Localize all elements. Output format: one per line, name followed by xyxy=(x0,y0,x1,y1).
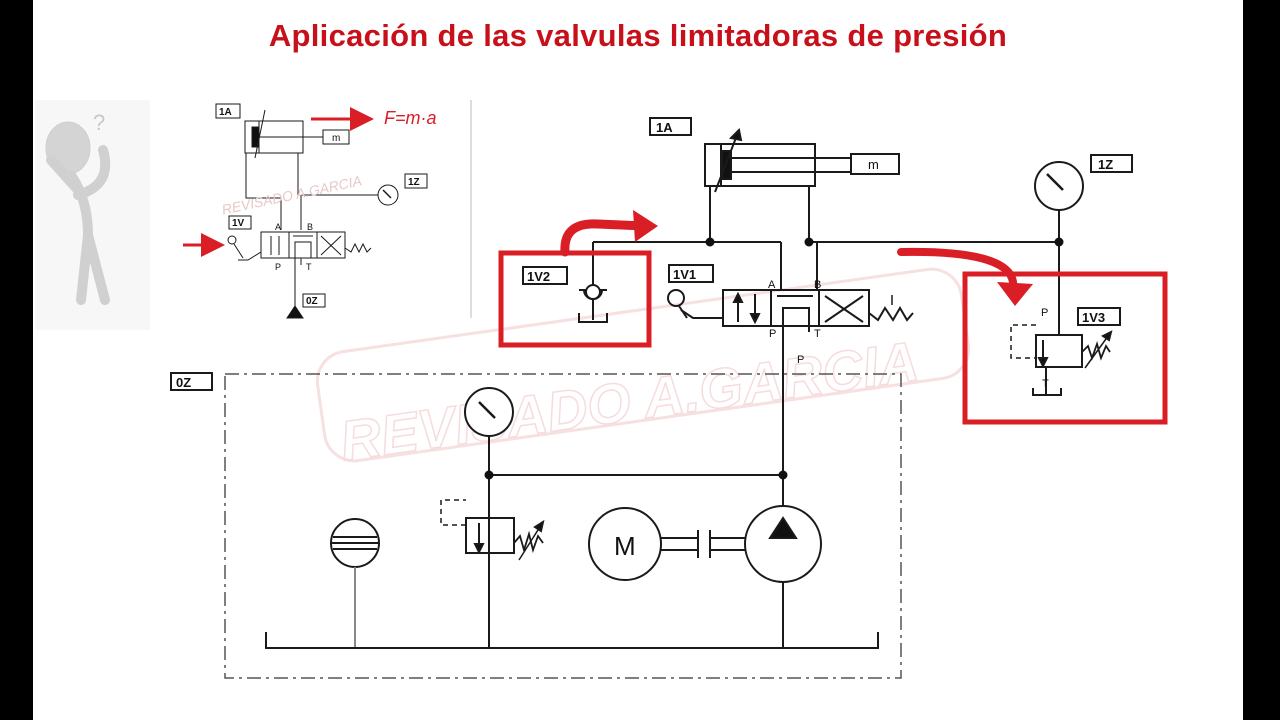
small-force-formula: F=m·a xyxy=(384,108,437,128)
small-pump-triangle-icon xyxy=(286,305,304,319)
relief-valve-1v3-tag: 1V3 xyxy=(1082,310,1105,325)
small-port-a: A xyxy=(275,222,281,232)
small-gauge-tag: 1Z xyxy=(408,177,420,188)
small-port-b: B xyxy=(307,222,313,232)
tank-line xyxy=(265,632,879,649)
relief-port-t: T xyxy=(1042,378,1049,390)
small-supply-tag-box xyxy=(302,293,326,308)
power-unit-0z-frame xyxy=(224,373,902,679)
relief-valve-1v3-tag-box xyxy=(1077,307,1121,326)
small-port-p: P xyxy=(275,262,281,272)
small-cylinder-tag: 1A xyxy=(219,107,232,118)
valve-1v1-right xyxy=(818,289,870,327)
mass-box xyxy=(850,153,900,175)
junction-dots xyxy=(484,237,1064,480)
thinking-figure-icon: ? xyxy=(35,100,150,330)
small-cylinder-tag-box xyxy=(215,103,241,119)
watermark-text: REVISADO A.GARCIA xyxy=(336,329,922,473)
red-arrow-to-1v3 xyxy=(897,247,1017,294)
slide: Aplicación de las valvulas limitadoras d… xyxy=(33,0,1243,720)
check-valve-1v2-tag: 1V2 xyxy=(527,269,550,284)
highlight-box-1v3 xyxy=(962,271,1168,425)
small-mass-box xyxy=(322,129,350,145)
small-port-t: T xyxy=(306,262,312,272)
cylinder-1a-body xyxy=(704,143,816,187)
port-t: T xyxy=(814,328,821,340)
red-arrow-to-line xyxy=(560,219,650,257)
cylinder-1a-tag-box xyxy=(649,117,692,136)
motor-label: M xyxy=(614,531,636,561)
valve-1v1-tag-box xyxy=(668,264,714,283)
highlight-box-1v2 xyxy=(498,250,652,348)
mass-label: m xyxy=(868,157,879,172)
svg-text:?: ? xyxy=(93,110,105,135)
small-valve-tag: 1V xyxy=(232,218,245,229)
valve-1v1-tag: 1V1 xyxy=(673,267,696,282)
small-reference-diagram: REVISADO A.GARCIA xyxy=(183,100,472,319)
slide-title: Aplicación de las valvulas limitadoras d… xyxy=(268,18,1008,53)
small-diagram-labels: 1A m F=m·a 1Z 1V A B P T 0Z xyxy=(219,107,437,307)
gauge-1z-tag-box xyxy=(1090,154,1133,173)
system-relief-valve-body xyxy=(465,517,515,554)
gauge-1z-tag: 1Z xyxy=(1098,157,1113,172)
hydraulic-diagram: REVISADO A.GARCIA ? xyxy=(35,100,1168,679)
small-valve-tag-box xyxy=(228,215,252,230)
cylinder-1a-tag: 1A xyxy=(656,120,673,135)
port-a: A xyxy=(768,279,776,291)
relief-port-p: P xyxy=(1041,307,1048,319)
watermark: REVISADO A.GARCIA xyxy=(315,267,971,473)
small-mass-label: m xyxy=(332,133,340,144)
power-unit-tag-box xyxy=(170,372,213,391)
main-diagram-labels: 1A m 1Z 1V2 1V1 1V3 A B P T P P T 0Z M xyxy=(176,120,1113,561)
check-valve-1v2-tag-box xyxy=(522,266,568,285)
supply-port-p: P xyxy=(797,354,804,366)
power-unit-tag: 0Z xyxy=(176,375,191,390)
small-gauge-tag-box xyxy=(404,173,428,189)
port-b: B xyxy=(814,279,821,291)
motor-icon xyxy=(588,507,662,581)
main-diagram-lines xyxy=(170,117,1168,679)
port-p: P xyxy=(769,328,776,340)
small-supply-tag: 0Z xyxy=(306,296,318,307)
